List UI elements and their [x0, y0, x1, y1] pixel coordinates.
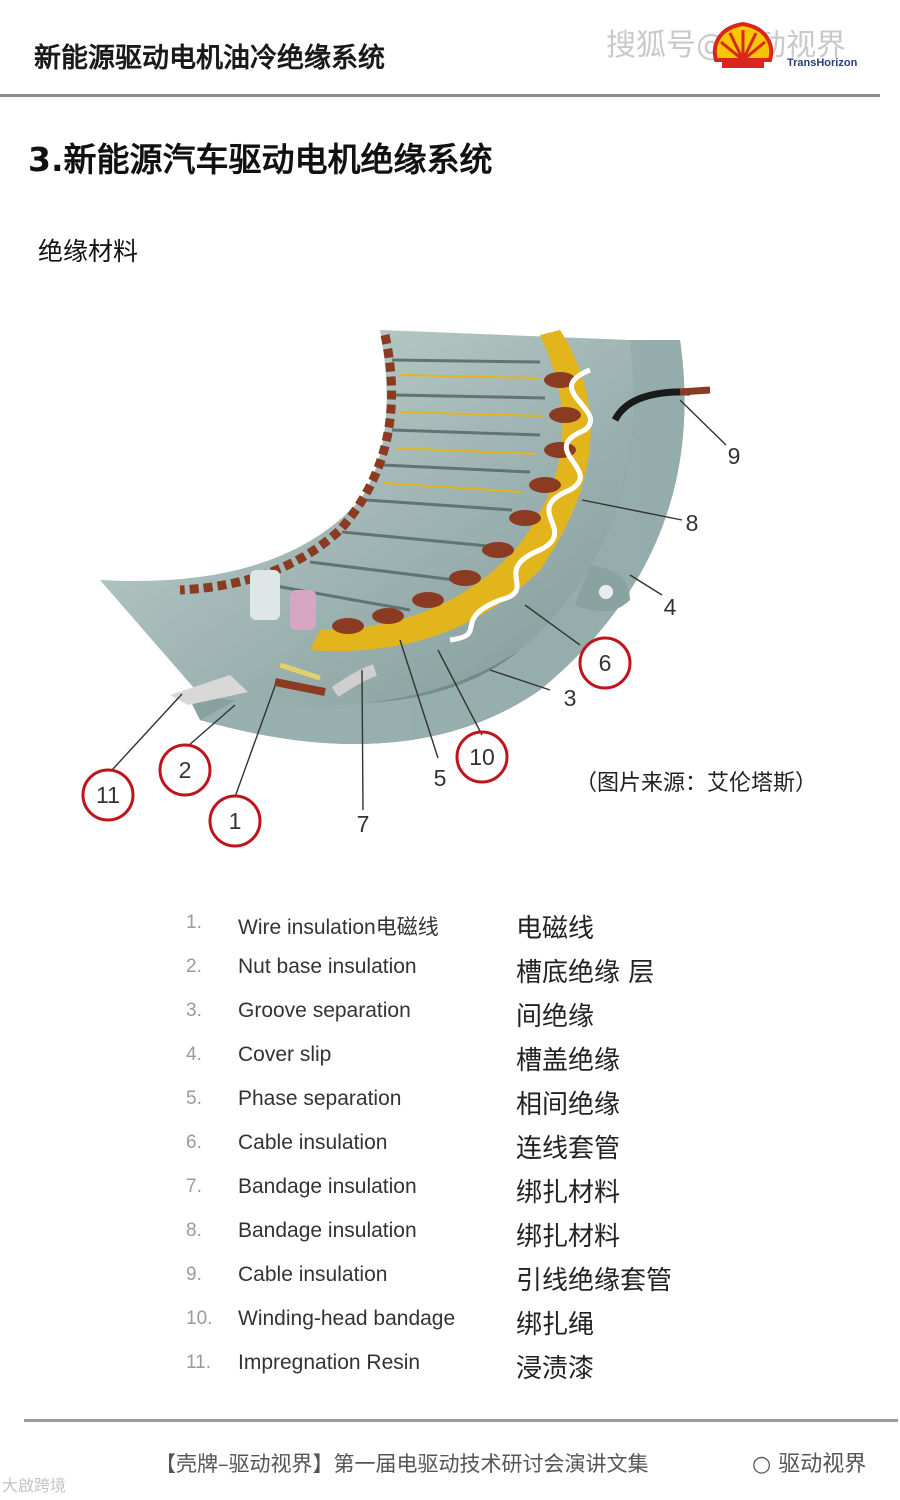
- legend-chinese: 连线套管: [516, 1128, 620, 1165]
- section-title: 3.新能源汽车驱动电机绝缘系统: [28, 133, 493, 181]
- callout-9: 9: [728, 443, 741, 469]
- image-source-note: （图片来源：艾伦塔斯）: [575, 765, 817, 797]
- legend-chinese: 电磁线: [516, 908, 594, 945]
- legend-english: Phase separation: [238, 1087, 401, 1111]
- header-title: 新能源驱动电机油冷绝缘系统: [34, 36, 385, 75]
- legend-english: Nut base insulation: [238, 955, 417, 979]
- callout-4: 4: [664, 594, 677, 620]
- legend-chinese: 槽底绝缘 层: [516, 952, 654, 989]
- legend-english: Groove separation: [238, 999, 411, 1023]
- legend-chinese: 绑扎材料: [516, 1172, 620, 1209]
- footer-text: 【壳牌–驱动视界】第一届电驱动技术研讨会演讲文集: [155, 1448, 649, 1478]
- footer-watermark: ○ 驱动视界: [752, 1446, 866, 1478]
- header-divider: [0, 94, 880, 97]
- legend-english: Impregnation Resin: [238, 1351, 420, 1375]
- legend-number: 6.: [186, 1132, 202, 1154]
- legend-number: 8.: [186, 1220, 202, 1242]
- callout-10: 10: [469, 744, 495, 770]
- legend-chinese: 浸渍漆: [516, 1348, 594, 1385]
- legend-english: Bandage insulation: [238, 1175, 417, 1199]
- subtitle: 绝缘材料: [38, 232, 138, 268]
- legend-number: 9.: [186, 1264, 202, 1286]
- footer-watermark-label: 驱动视界: [778, 1452, 866, 1477]
- callout-6: 6: [599, 650, 612, 676]
- callout-1: 1: [229, 808, 242, 834]
- legend-chinese: 引线绝缘套管: [516, 1260, 672, 1297]
- legend-number: 2.: [186, 956, 202, 978]
- legend-number: 11.: [186, 1352, 211, 1374]
- callout-8: 8: [686, 510, 699, 536]
- callout-3: 3: [564, 685, 577, 711]
- legend-chinese: 相间绝缘: [516, 1084, 620, 1121]
- legend-chinese: 间绝缘: [516, 996, 594, 1033]
- legend-chinese: 绑扎材料: [516, 1216, 620, 1253]
- legend-number: 10.: [186, 1308, 212, 1330]
- legend-number: 7.: [186, 1176, 202, 1198]
- legend-english: Cable insulation: [238, 1263, 387, 1287]
- legend-chinese: 槽盖绝缘: [516, 1040, 620, 1077]
- callout-2: 2: [179, 757, 192, 783]
- legend-english: Winding-head bandage: [238, 1307, 455, 1331]
- legend-number: 3.: [186, 1000, 202, 1022]
- legend-english: Bandage insulation: [238, 1219, 417, 1243]
- legend-english: Cover slip: [238, 1043, 331, 1067]
- legend-number: 4.: [186, 1044, 202, 1066]
- bottom-left-watermark: 大啟跨境: [2, 1472, 66, 1496]
- callout-5: 5: [434, 765, 447, 791]
- legend-english: Wire insulation电磁线: [238, 911, 439, 941]
- callout-7: 7: [357, 811, 370, 837]
- legend-number: 1.: [186, 912, 202, 934]
- legend-chinese: 绑扎绳: [516, 1304, 594, 1341]
- legend-english: Cable insulation: [238, 1131, 387, 1155]
- wechat-icon: ○: [752, 1452, 771, 1477]
- logo-text: TransHorizon: [787, 57, 857, 69]
- footer-divider: [24, 1419, 898, 1422]
- shell-logo-icon: [708, 16, 778, 74]
- legend-number: 5.: [186, 1088, 202, 1110]
- callout-11: 11: [96, 782, 120, 808]
